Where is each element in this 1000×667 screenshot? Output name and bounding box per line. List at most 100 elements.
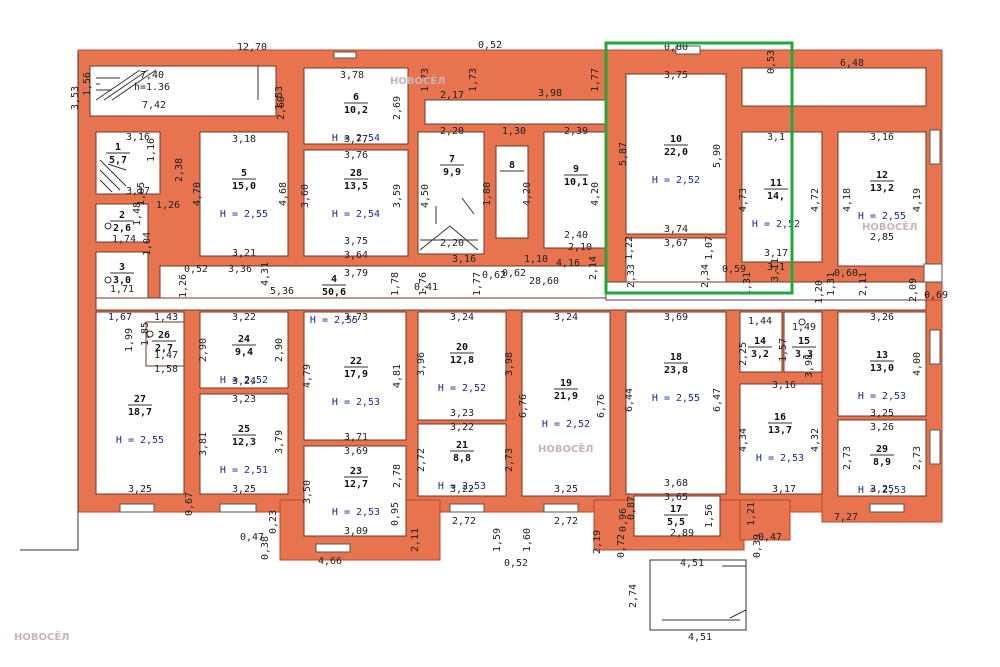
room-number: 12 bbox=[876, 170, 888, 181]
dimension-label: 1,56 bbox=[82, 72, 93, 96]
room-area: 2,6 bbox=[113, 223, 131, 234]
dimension-label: 1,53 bbox=[274, 86, 285, 110]
room-1 bbox=[95, 131, 161, 195]
room-area: 3,2 bbox=[751, 349, 769, 360]
dimension-label: 0,39 bbox=[752, 534, 763, 558]
top-corridor-left bbox=[424, 99, 606, 125]
room-height: Н = 2,53 bbox=[858, 485, 906, 496]
room-height: Н = 2,52 bbox=[752, 219, 800, 230]
windows bbox=[119, 45, 943, 553]
room-21 bbox=[417, 423, 507, 497]
dimension-label: 1,74 bbox=[112, 234, 136, 245]
room-area: 9,4 bbox=[235, 347, 253, 358]
dimension-label: 3,24 bbox=[232, 376, 256, 387]
room-number: 11 bbox=[770, 178, 782, 189]
room-number: 2 bbox=[119, 210, 125, 221]
room-area: 18,7 bbox=[128, 407, 152, 418]
dimension-label: 2,09 bbox=[908, 278, 919, 302]
dimension-label: 3,25 bbox=[870, 408, 894, 419]
dimension-label: 1,49 bbox=[792, 322, 816, 333]
room-5 bbox=[199, 131, 289, 257]
room-height: Н = 2,52 bbox=[652, 175, 700, 186]
room-number: 27 bbox=[134, 394, 146, 405]
dimension-label: 2,90 bbox=[198, 338, 209, 362]
dimension-label: 4,81 bbox=[392, 364, 403, 388]
room-height: Н = 2,53 bbox=[858, 391, 906, 402]
dimension-label: 2,33 bbox=[626, 264, 637, 288]
dimension-label: 3,17 bbox=[772, 484, 796, 495]
watermark: НОВОСЁЛ bbox=[390, 73, 445, 87]
dimension-label: 0,52 bbox=[478, 40, 502, 51]
dimension-label: 0,52 bbox=[504, 558, 528, 569]
dimension-label: 3,26 bbox=[870, 422, 894, 433]
dimension-label: 0,38 bbox=[260, 536, 271, 560]
room-25 bbox=[199, 393, 289, 495]
dimension-label: 2,19 bbox=[592, 530, 603, 554]
dimension-label: 1,21 bbox=[746, 502, 757, 526]
room-10 bbox=[625, 73, 727, 235]
dimension-label: 1,31 bbox=[742, 272, 753, 296]
room-number: 21 bbox=[456, 440, 468, 451]
room-number: 28 bbox=[350, 168, 362, 179]
building-bay-bottom-right2 bbox=[739, 499, 791, 541]
dimension-label: 3,60 bbox=[300, 184, 311, 208]
exterior-lines bbox=[20, 52, 259, 551]
room-number: 20 bbox=[456, 342, 468, 353]
dimension-label: 1,48 bbox=[132, 202, 143, 226]
room-19 bbox=[521, 311, 611, 497]
dimension-label: 3,64 bbox=[344, 250, 368, 261]
dimension-label: 3,53 bbox=[70, 86, 81, 110]
dimension-label: 1,73 bbox=[468, 68, 479, 92]
room-number: 9 bbox=[573, 164, 579, 175]
dimension-label: 1,31 bbox=[826, 272, 837, 296]
dimension-label: 4,19 bbox=[912, 188, 923, 212]
dimension-label: 2,20 bbox=[440, 126, 464, 137]
dimension-label: 3,69 bbox=[344, 446, 368, 457]
room-23 bbox=[303, 445, 407, 537]
dimension-label: 3,16 bbox=[772, 380, 796, 391]
dimension-label: 4,70 bbox=[192, 182, 203, 206]
room-area: 10,1 bbox=[564, 177, 588, 188]
room-26 bbox=[145, 321, 185, 367]
dimension-label: 4,73 bbox=[738, 188, 749, 212]
room-height: Н = 2,54 bbox=[332, 209, 380, 220]
dimension-label: 0,96 bbox=[618, 508, 629, 532]
dimension-label: 3,16 bbox=[452, 254, 476, 265]
dimension-label: 3,22 bbox=[450, 422, 474, 433]
dimension-label: 1,20 bbox=[814, 280, 825, 304]
dimension-label: 3,74 bbox=[664, 224, 688, 235]
dimension-label: 2,72 bbox=[416, 448, 427, 472]
room-4-corridor-wide bbox=[95, 297, 927, 311]
room-area: 10,2 bbox=[344, 105, 368, 116]
room-number: 18 bbox=[670, 352, 682, 363]
room-number: 15 bbox=[798, 336, 810, 347]
room-number: 16 bbox=[774, 412, 786, 423]
dimension-label: 2,74 bbox=[628, 584, 639, 608]
dimension-label: 0,23 bbox=[268, 510, 279, 534]
dimension-label: 3,25 bbox=[232, 484, 256, 495]
dimension-label: 6,76 bbox=[596, 394, 607, 418]
room-height: Н = 2,55 bbox=[652, 393, 700, 404]
dimension-label: 1,04 bbox=[142, 232, 153, 256]
dimension-label: 2,39 bbox=[564, 126, 588, 137]
dimension-label: 4,72 bbox=[810, 188, 821, 212]
dimension-label: 2,10 bbox=[568, 242, 592, 253]
dimension-label: 1,58 bbox=[154, 364, 178, 375]
dimension-label: 7,42 bbox=[142, 100, 166, 111]
dimension-label: 3,78 bbox=[340, 70, 364, 81]
room-24 bbox=[199, 311, 289, 389]
dimension-label: 1,57 bbox=[778, 338, 789, 362]
dimension-label: 3,65 bbox=[664, 492, 688, 503]
dimension-label: 3,17 bbox=[126, 186, 150, 197]
dimension-label: 6,76 bbox=[518, 394, 529, 418]
dimension-label: 2,72 bbox=[554, 516, 578, 527]
dimension-label: 4,66 bbox=[318, 556, 342, 567]
room-28 bbox=[303, 149, 409, 257]
room-height: Н = 2,51 bbox=[220, 465, 268, 476]
dimension-label: 5,87 bbox=[618, 142, 629, 166]
dimension-label: 4,31 bbox=[260, 262, 271, 286]
dimension-label: 3,59 bbox=[392, 184, 403, 208]
dimension-label: 3,81 bbox=[198, 432, 209, 456]
dimension-label: 4,51 bbox=[680, 558, 704, 569]
